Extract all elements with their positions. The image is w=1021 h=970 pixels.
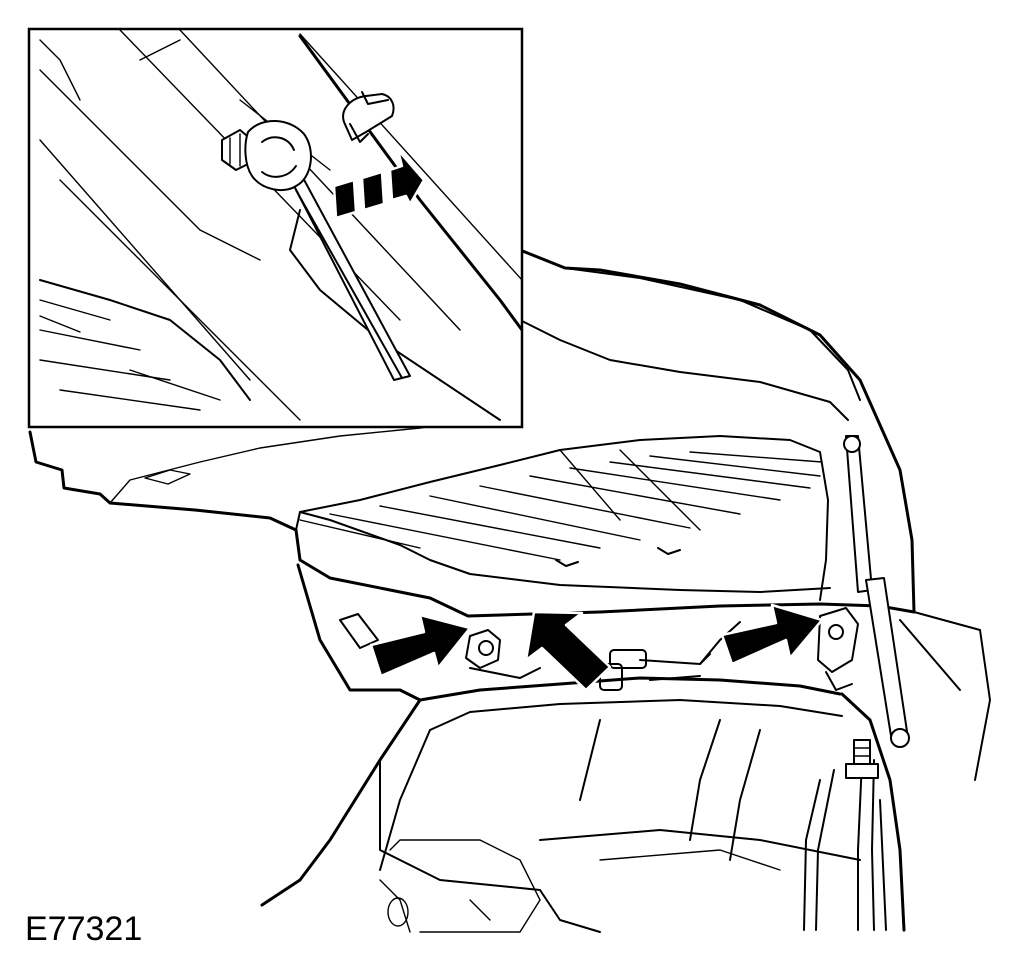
cabin-interior [379, 719, 861, 933]
tailgate-handle-recess [144, 469, 191, 485]
body-opening-inner-header [429, 699, 843, 731]
body-opening-right-pillar [840, 692, 906, 932]
figure-id-label: E77321 [25, 910, 143, 948]
inset-retaining-clip [342, 91, 395, 143]
rear-seat [379, 839, 781, 933]
tailgate-outer-edge [28, 248, 916, 618]
body-opening-header [418, 676, 842, 702]
arrow-right-hinge [720, 603, 824, 666]
inset-lower-curve [39, 279, 251, 401]
inset-hatching [39, 299, 221, 411]
body-opening-left-pillar [260, 563, 422, 907]
right-gas-strut [843, 435, 910, 748]
inset-frame [27, 27, 524, 429]
arrow-centre-latch [524, 610, 612, 692]
rear-window-hatching [299, 449, 823, 561]
inset-strut-end-socket [244, 119, 312, 192]
wiper-bracket [555, 547, 681, 567]
inset-trim-panel [289, 209, 501, 421]
left-hinge-bracket [465, 629, 541, 679]
body-right-panel [899, 611, 991, 781]
centre-latch [599, 621, 741, 691]
inset-release-arrow [332, 148, 426, 220]
tailgate-window-frame [299, 511, 831, 593]
tailgate-inner-panel [295, 435, 829, 601]
right-hinge-bracket [817, 607, 859, 691]
arrow-left-hinge [369, 613, 472, 678]
tailgate-open-view [28, 248, 991, 933]
tailgate-upper-fold [519, 319, 849, 421]
tailgate-top-rim [564, 267, 861, 401]
wiring-harness [803, 759, 887, 931]
left-strut-stub [339, 613, 379, 649]
bolt-icon [845, 739, 879, 779]
inset-detail [27, 27, 524, 429]
